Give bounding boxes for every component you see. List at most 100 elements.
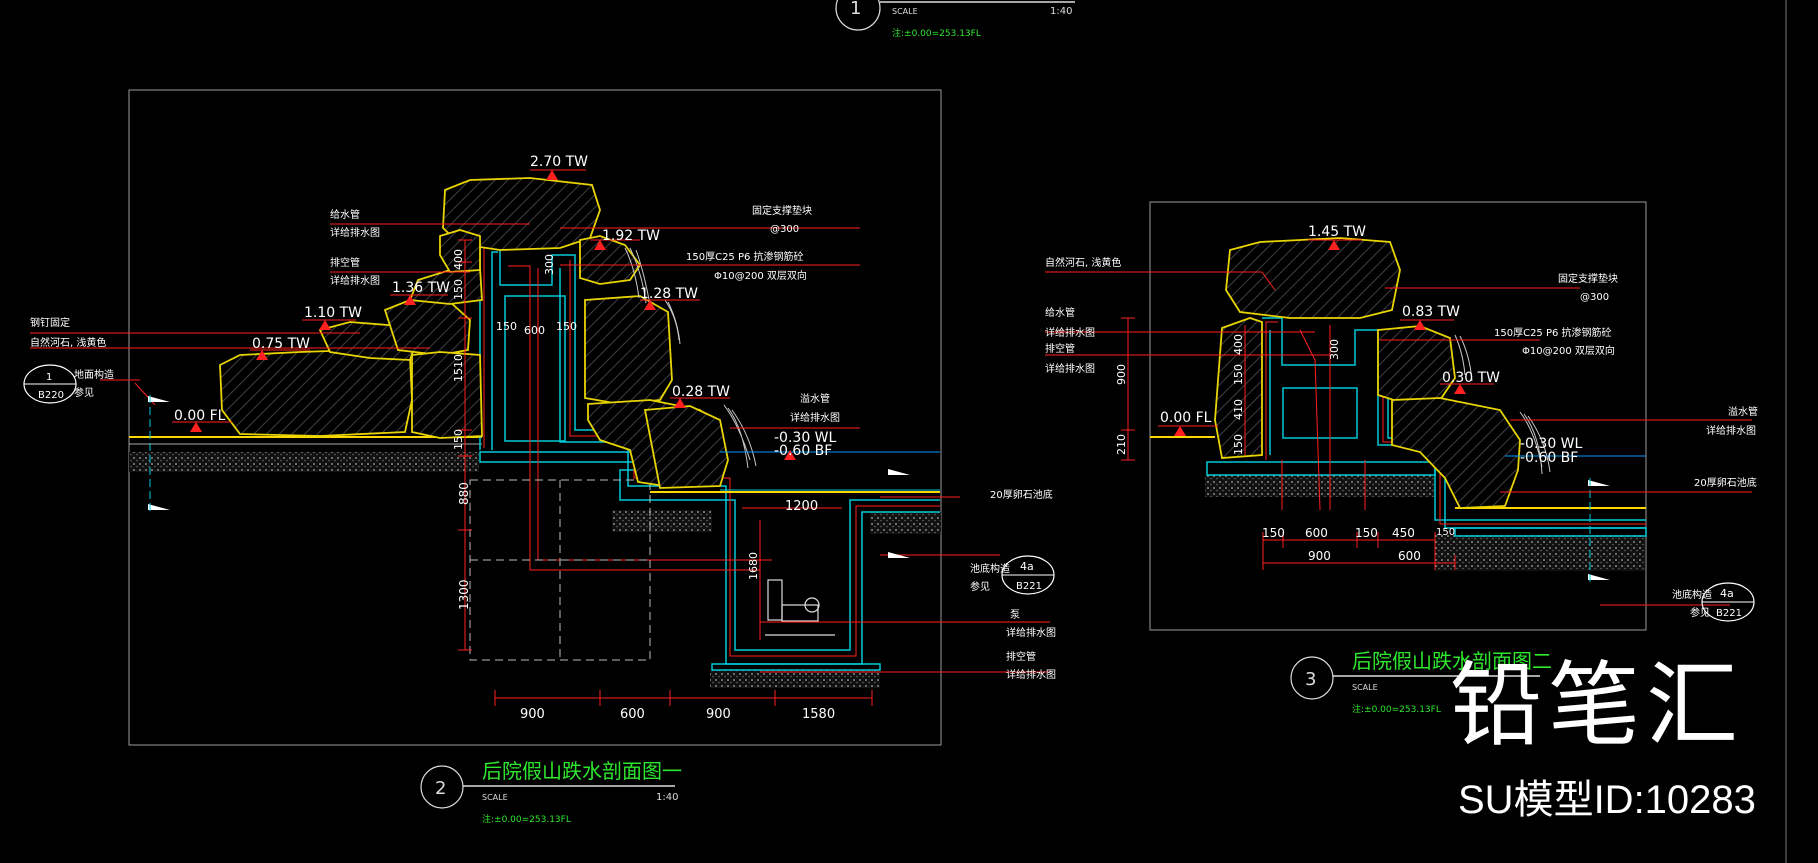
section-3-drawing: 150 600 150 450 900 600 150 900 210 400 …: [1045, 201, 1758, 715]
dim3-v-2: 210: [1115, 434, 1128, 455]
title-block-3: 3 后院假山跌水剖面图二 SCALE 注:±0.00=253.13FL: [1290, 649, 1552, 715]
dim3-v-6: 150: [1232, 434, 1245, 455]
section-2-frame: [128, 89, 942, 746]
level-fl: 0.00 FL: [174, 408, 226, 424]
title-block-1: 1 SCALE 1:40 注:±0.00=253.13FL: [835, 0, 1075, 39]
note-supply-pipe: 给水管: [330, 208, 360, 221]
note3-vent-pipe: 排空管: [1045, 342, 1075, 355]
note-rebar: Φ10@200 双层双向: [714, 269, 807, 282]
tag-pool-top: 4a: [1020, 560, 1034, 573]
note3-pool-see: 参见: [1690, 606, 1710, 619]
dim-inner-3: 150: [556, 320, 577, 333]
note3-rebar: Φ10@200 双层双向: [1522, 344, 1615, 357]
pump-icon: [765, 579, 835, 636]
dim3-v-5: 410: [1232, 399, 1245, 420]
tag-ground-top: 1: [46, 372, 52, 383]
note-rebar-fix: 钢钉固定: [30, 316, 70, 329]
level3-030: 0.30 TW: [1442, 370, 1500, 386]
rock-top-3: [1225, 237, 1401, 319]
level3-top: 1.45 TW: [1308, 224, 1366, 240]
brand-logo-text: 铅笔汇: [1450, 652, 1745, 759]
title-1-scale-word: SCALE: [892, 7, 918, 16]
level-top: 2.70 TW: [530, 154, 588, 170]
title-2-number: 2: [435, 778, 446, 799]
dim-inner-4: 300: [543, 254, 556, 275]
note-supply-ref: 详给排水图: [330, 226, 380, 239]
level-110: 1.10 TW: [304, 305, 362, 321]
note3-overflow: 溢水管: [1728, 405, 1758, 418]
dim3-inner-2: 150: [1436, 527, 1455, 538]
title-block-2: 2 后院假山跌水剖面图一 SCALE 1:40 注:±0.00=253.13FL: [420, 759, 682, 825]
note3-pebble: 20厚卵石池底: [1694, 476, 1757, 489]
section-2-drawing: 900 600 900 1580 1200 150 600 150 150 40…: [23, 89, 1056, 825]
note-pebble: 20厚卵石池底: [990, 488, 1053, 501]
dim-v-3: 1510: [452, 354, 465, 382]
level3-wl: -0.30 WL: [1520, 436, 1583, 452]
note-support: 固定支撑垫块: [752, 204, 812, 217]
dim3-bottom-5: 900: [1308, 549, 1331, 563]
dim3-bottom-4: 450: [1392, 526, 1415, 540]
tag-ground-bottom: B220: [38, 390, 64, 401]
dim-v-1: 150: [452, 279, 465, 300]
note3-support: 固定支撑垫块: [1558, 272, 1618, 285]
tag3-pool-top: 4a: [1720, 587, 1734, 600]
note-ground-ref: 地面构造: [74, 368, 114, 381]
note-vent-ref: 详给排水图: [330, 274, 380, 287]
note-stone: 自然河石, 浅黄色: [30, 336, 106, 349]
note-pump: 泵: [1010, 609, 1020, 621]
title-3-elevation-note: 注:±0.00=253.13FL: [1352, 703, 1441, 715]
dim-v-2: 400: [452, 249, 465, 270]
dim3-bottom-3: 150: [1355, 526, 1378, 540]
dim3-bottom-6: 600: [1398, 549, 1421, 563]
note-pool-base: 池底构造: [970, 562, 1010, 575]
dim3-inner-1: 300: [1328, 339, 1341, 360]
note-see: 参见: [74, 386, 94, 399]
dim3-v-3: 400: [1232, 334, 1245, 355]
dim-bottom-4: 1580: [802, 707, 835, 722]
note3-supply-pipe: 给水管: [1045, 306, 1075, 319]
tag-pool-bottom: B221: [1016, 581, 1042, 592]
tag3-pool-bottom: B221: [1716, 608, 1742, 619]
note-drain-ref: 详给排水图: [1006, 668, 1056, 681]
level3-083: 0.83 TW: [1402, 304, 1460, 320]
note3-support-spacing: @300: [1580, 292, 1609, 303]
dim3-v-4: 150: [1232, 364, 1245, 385]
note3-stone: 自然河石, 浅黄色: [1045, 256, 1121, 269]
level-028: 0.28 TW: [672, 384, 730, 400]
tag-ground-ref: 1 B220: [23, 364, 77, 404]
dim-bottom-1: 900: [520, 707, 545, 722]
level-wl: -0.30 WL: [774, 430, 837, 446]
level-128: 1.28 TW: [640, 286, 698, 302]
note3-supply-ref: 详给排水图: [1045, 326, 1095, 339]
dim-bottom-2: 600: [620, 707, 645, 722]
title-2-elevation-note: 注:±0.00=253.13FL: [482, 813, 571, 825]
dim-inner-1: 150: [496, 320, 517, 333]
section-3-frame: [1149, 201, 1647, 631]
level3-fl: 0.00 FL: [1160, 410, 1212, 426]
title-1-elevation-note: 注:±0.00=253.13FL: [892, 27, 981, 39]
note3-overflow-ref: 详给排水图: [1706, 424, 1756, 437]
dim-bottom-3: 900: [706, 707, 731, 722]
brand-model-id: SU模型ID:10283: [1458, 778, 1756, 822]
note-pump-ref: 详给排水图: [1006, 626, 1056, 639]
level-075: 0.75 TW: [252, 336, 310, 352]
title-1-scale-value: 1:40: [1050, 6, 1072, 17]
note3-vent-ref: 详给排水图: [1045, 362, 1095, 375]
title-3-number: 3: [1305, 669, 1316, 690]
dim3-bottom-1: 150: [1262, 526, 1285, 540]
note-pool-see: 参见: [970, 580, 990, 593]
level-136: 1.36 TW: [392, 280, 450, 296]
rock-left-low: [219, 349, 413, 437]
tag-pool-ref: 4a B221: [1001, 555, 1055, 595]
title-2-text: 后院假山跌水剖面图一: [482, 759, 682, 783]
dim-v-4: 150: [452, 429, 465, 450]
level-bf: -0.60 BF: [774, 443, 832, 459]
level3-bf: -0.60 BF: [1520, 450, 1578, 466]
ground-soil-left: [129, 452, 479, 472]
tag3-pool-ref: 4a B221: [1701, 582, 1755, 622]
title-3-text: 后院假山跌水剖面图二: [1352, 649, 1552, 673]
level-192: 1.92 TW: [602, 228, 660, 244]
dim-inner-6: 1680: [747, 552, 760, 580]
note-concrete: 150厚C25 P6 抗渗钢筋砼: [686, 250, 804, 263]
note3-pool-base: 池底构造: [1672, 588, 1712, 601]
